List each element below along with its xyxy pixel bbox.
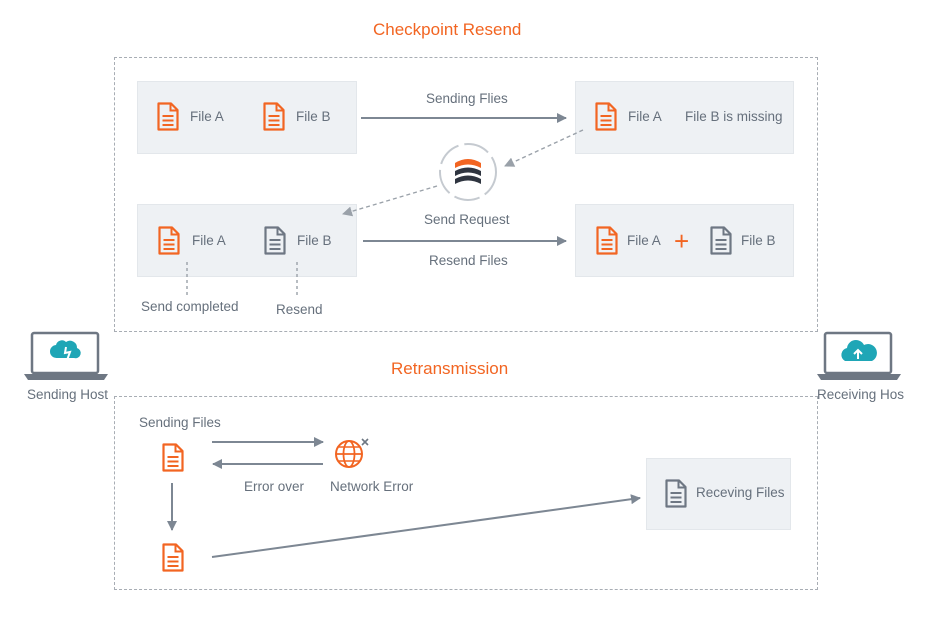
row2-left-file-b: File B (297, 233, 332, 248)
document-icon (710, 226, 732, 255)
request-dashed-arrow-2 (342, 185, 438, 217)
row1-right-file-a: File A (628, 109, 662, 124)
retransmission-region (114, 396, 818, 590)
checkpoint-region (114, 57, 818, 332)
globe-error-icon (335, 438, 369, 468)
row1-left-file-a: File A (190, 109, 224, 124)
document-icon (162, 543, 184, 572)
sending-files-label: Sending Flies (426, 91, 508, 106)
document-icon (596, 226, 618, 255)
document-icon (595, 102, 617, 131)
row2-right-file-b: File B (741, 233, 776, 248)
network-error-label: Network Error (330, 479, 414, 494)
row1-right-box (575, 81, 794, 154)
checkpoint-resend-title: Checkpoint Resend (373, 20, 522, 39)
row2-left-file-a: File A (192, 233, 226, 248)
laptop-upload-icon (24, 331, 108, 380)
retransmission-title: Retransmission (391, 359, 509, 378)
row2-right-file-a: File A (627, 233, 661, 248)
error-over-label: Error over (244, 479, 305, 494)
row1-left-box (137, 81, 357, 154)
receiving-host-label: Receiving Hos (817, 387, 905, 402)
document-icon (158, 226, 180, 255)
document-icon (665, 479, 687, 508)
document-icon (264, 226, 286, 255)
send-request-label: Send Request (424, 212, 510, 227)
retransmit-arrow (211, 494, 641, 558)
retrans-sending-files-label: Sending Files (139, 415, 221, 430)
document-icon (157, 102, 179, 131)
file-b-missing-label: File B is missing (685, 109, 783, 124)
document-icon (263, 102, 285, 131)
document-icon (162, 443, 184, 472)
sending-host-label: Sending Host (27, 387, 109, 402)
row1-left-file-b: File B (296, 109, 331, 124)
receiving-files-label: Receving Files (696, 485, 785, 500)
laptop-cloud-icon (817, 331, 901, 380)
plus-icon: + (674, 226, 690, 256)
send-completed-label: Send completed (141, 299, 239, 314)
resend-label: Resend (276, 302, 323, 317)
resend-files-label: Resend Files (429, 253, 508, 268)
receiving-files-box (646, 458, 791, 530)
request-dashed-arrow-1 (504, 129, 584, 167)
sync-logo-icon (439, 143, 497, 201)
